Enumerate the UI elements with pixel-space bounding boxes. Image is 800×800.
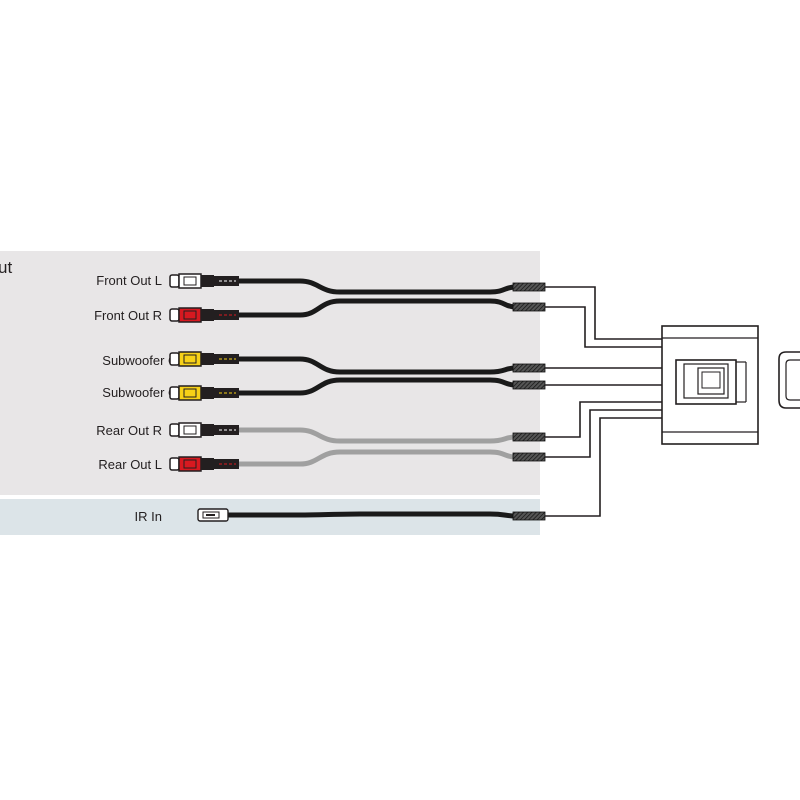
harness-wires <box>545 286 662 517</box>
strain-relief <box>512 511 546 521</box>
strain-relief <box>512 363 546 373</box>
rca-plug-icon <box>169 274 180 288</box>
ir-plug <box>197 508 229 522</box>
wire <box>545 286 662 340</box>
connector-label: Rear Out R <box>96 423 162 438</box>
connector-label: Subwoofer Out <box>102 385 189 400</box>
cable-sub-2 <box>238 377 516 396</box>
ir-in-label: IR In <box>135 509 162 524</box>
strain-relief <box>512 452 546 462</box>
rca-plug-icon <box>169 423 180 437</box>
connector-label: Rear Out L <box>98 457 162 472</box>
strain-relief <box>512 282 546 292</box>
cable-ir <box>228 511 516 519</box>
rca-plug-icon <box>169 352 180 366</box>
connector-labels: Front Out L Front Out R Subwoofer Out Su… <box>94 273 189 524</box>
cable-rear-r <box>238 427 516 444</box>
rca-plug-icon <box>169 386 180 400</box>
wire <box>545 306 662 348</box>
wire <box>545 417 662 517</box>
section-title: ut <box>0 258 12 277</box>
mating-connector-icon <box>778 351 800 409</box>
rca-plug-sub-1 <box>169 351 239 367</box>
strain-relief <box>512 380 546 390</box>
rca-plug-rear-l <box>169 456 239 472</box>
cable-sub-1 <box>238 356 516 375</box>
connector-label: Front Out R <box>94 308 162 323</box>
rca-plug-front-l <box>169 273 239 289</box>
connector-label: Front Out L <box>96 273 162 288</box>
wire <box>545 401 662 438</box>
wiring-harness-connector-icon <box>661 325 759 445</box>
audio-cables <box>228 278 516 519</box>
strain-relief <box>512 302 546 312</box>
rca-plug-icon <box>169 457 180 471</box>
cable-front-l <box>238 278 516 295</box>
rca-plug-rear-r <box>169 422 239 438</box>
rca-plug-front-r <box>169 307 239 323</box>
connector-label: Subwoofer Out <box>102 353 189 368</box>
rca-plug-icon <box>169 308 180 322</box>
wire <box>545 409 662 458</box>
strain-relief <box>512 432 546 442</box>
rca-plug-sub-2 <box>169 385 239 401</box>
cable-rear-l <box>238 449 516 467</box>
cable-front-r <box>238 298 516 318</box>
